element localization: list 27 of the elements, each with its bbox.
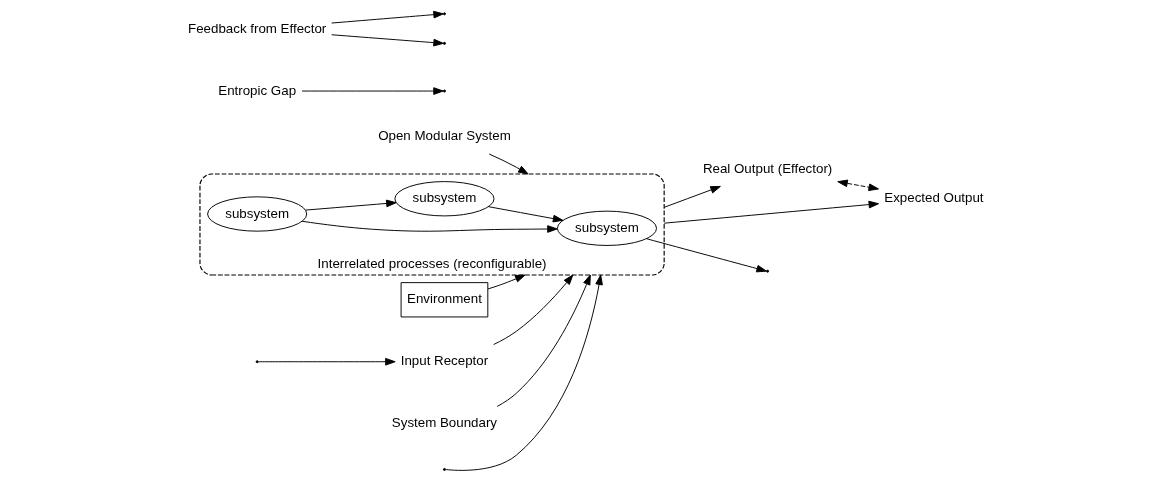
node-ellipse: subsystem (394, 181, 495, 217)
node-ellipse: subsystem (207, 196, 308, 232)
arrow (487, 274, 526, 290)
arrow (301, 220, 558, 233)
node-ellipse: subsystem (556, 210, 657, 246)
arrow (257, 357, 396, 366)
arrow (445, 274, 603, 471)
node-text: Entropic Gap (218, 82, 297, 98)
node-text: Expected Output (884, 190, 984, 206)
arrow (331, 10, 444, 24)
arrow (305, 199, 397, 211)
node-text: Open Modular System (378, 128, 511, 144)
arrow (301, 87, 444, 95)
arrow (487, 206, 564, 223)
node-text: Input Receptor (400, 353, 489, 369)
arrow (493, 274, 574, 346)
arrow (663, 200, 880, 224)
arrow (646, 238, 767, 273)
node-text: Feedback from Effector (188, 20, 327, 36)
arrow (837, 179, 879, 192)
node-box: Environment (400, 282, 489, 318)
node-text: Real Output (Effector) (702, 160, 833, 176)
arrow (663, 185, 721, 208)
node-text: System Boundary (391, 415, 498, 431)
arrow (331, 34, 444, 47)
arrow (488, 153, 529, 175)
arrow (496, 274, 591, 407)
